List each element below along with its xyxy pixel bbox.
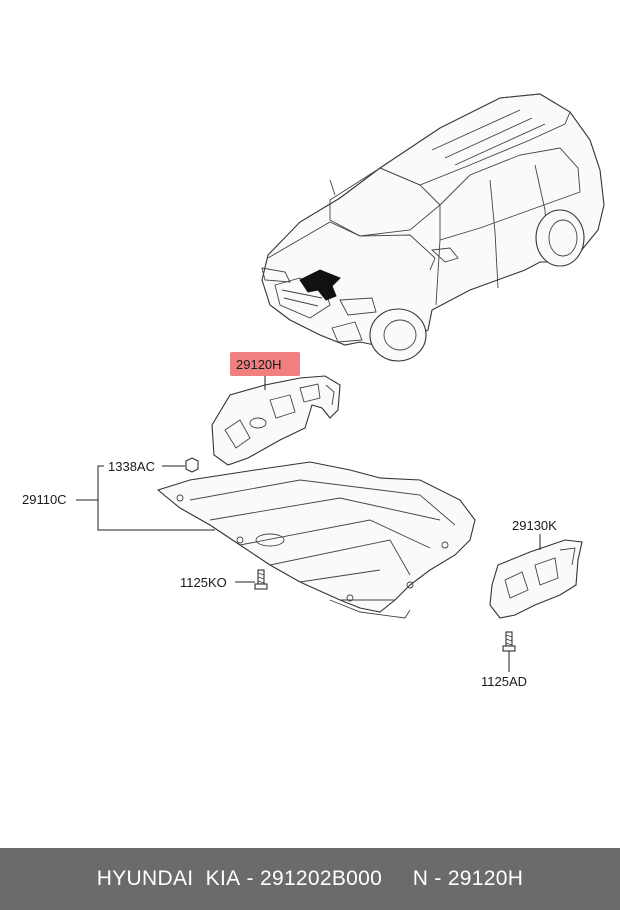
nut-icon	[185, 457, 199, 473]
part-label-29130K[interactable]: 29130K	[512, 518, 557, 533]
part-label-29120H[interactable]: 29120H	[236, 357, 282, 372]
footer-bar: HYUNDAI KIA - 291202B000 N - 29120H	[0, 848, 620, 910]
bracket-29110C	[97, 465, 215, 531]
part-29110C-shape	[156, 461, 476, 619]
part-label-1125AD[interactable]: 1125AD	[481, 674, 527, 689]
part-location-marker	[299, 269, 341, 301]
part-29130K-shape	[489, 539, 583, 619]
part-label-highlight	[230, 352, 300, 376]
part-label-1125KO[interactable]: 1125KO	[180, 575, 227, 590]
footer-n-label: N	[412, 867, 429, 890]
footer-separator: -	[240, 867, 260, 890]
part-29120H-shape	[211, 375, 341, 466]
vehicle-illustration	[261, 93, 605, 362]
footer-part-number: 291202B000	[259, 867, 383, 890]
parts-diagram: 29120H 1338AC 29110C 1125KO	[22, 93, 605, 689]
part-label-1338AC[interactable]: 1338AC	[108, 459, 155, 474]
bolt-icon	[254, 569, 268, 590]
bolt-icon	[502, 631, 516, 652]
footer-gap	[382, 867, 413, 891]
footer-ref-code: 29120H	[447, 867, 524, 890]
footer-brand: HYUNDAI KIA	[96, 867, 241, 890]
part-label-29110C[interactable]: 29110C	[22, 492, 67, 507]
footer-separator: -	[428, 867, 448, 890]
